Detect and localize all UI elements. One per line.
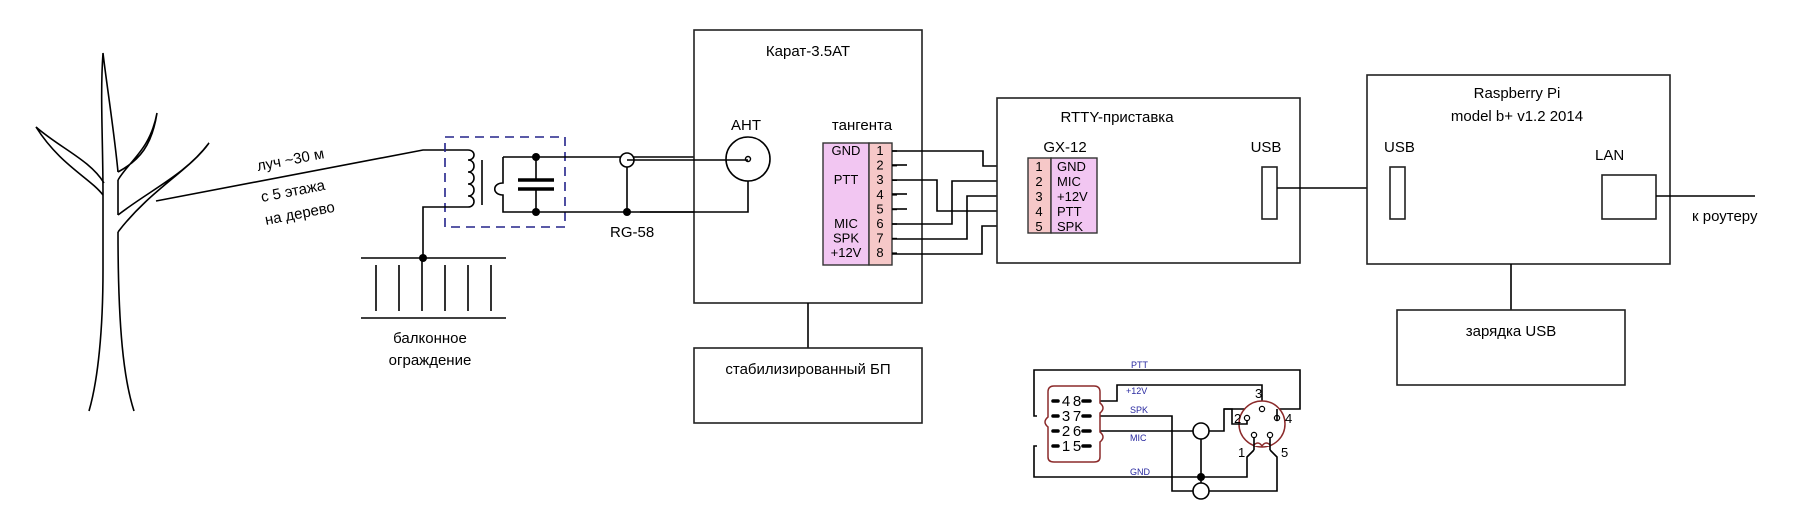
radio-pin-number: 4	[876, 187, 883, 202]
rect-pin-left: 4	[1062, 393, 1070, 410]
balcony-label-1: балконное	[393, 330, 467, 347]
gx12-pin-number: 5	[1035, 219, 1042, 234]
rtty-usb-port[interactable]	[1261, 166, 1278, 220]
gx12-pin-number: 4	[1035, 204, 1042, 219]
gx12-title: GX-12	[1043, 139, 1086, 156]
radio-connector: 1 GND 23 PTT 456 MIC 7 SPK 8 +12V	[822, 142, 897, 266]
gx12-pin-number: 3	[1035, 189, 1042, 204]
din-label-spk: SPK	[1130, 405, 1148, 415]
rect-pin-right: 5	[1073, 438, 1081, 455]
coax-label: RG-58	[610, 224, 654, 241]
gx12-pin-number: 2	[1035, 174, 1042, 189]
radio-pin-number: 3	[876, 172, 883, 187]
rpi-lan-label: LAN	[1595, 147, 1624, 164]
rpi-usb-port[interactable]	[1389, 166, 1406, 220]
raspberry-pi-unit: Raspberry Pi model b+ v1.2 2014 USB LAN	[1366, 74, 1671, 265]
din-pin-3: 3	[1255, 386, 1262, 401]
radio-pin-name: PTT	[834, 172, 859, 187]
rect-pin-left: 1	[1062, 438, 1070, 455]
rtty-title: RTTY-приставка	[1060, 109, 1174, 126]
radio-pin-number: 7	[876, 231, 883, 246]
radio-pin-name: SPK	[833, 231, 859, 246]
charger-title: зарядка USB	[1466, 323, 1557, 340]
balcony-railing	[361, 254, 506, 319]
rect-pin-right: 6	[1073, 423, 1081, 440]
din-pin-5: 5	[1281, 445, 1288, 460]
radio-pin-number: 1	[876, 143, 883, 158]
antenna-port-label: АНТ	[731, 117, 761, 134]
coupler-border	[444, 136, 566, 228]
rpi-title-1: Raspberry Pi	[1474, 85, 1561, 102]
radio-pin-number: 8	[876, 245, 883, 260]
rect-pin-right: 8	[1073, 393, 1081, 410]
rpi-lan-port[interactable]	[1601, 174, 1657, 220]
gx12-pin-name: GND	[1057, 159, 1086, 174]
radio-pin-number: 2	[876, 158, 883, 173]
din-label-ptt: PTT	[1131, 360, 1149, 370]
ground-junction	[419, 254, 427, 262]
rect-connector	[1044, 385, 1104, 463]
gx12-pin-name: PTT	[1057, 204, 1082, 219]
gx12-pin-name: MIC	[1057, 174, 1081, 189]
psu-unit: стабилизированный БП	[693, 347, 923, 424]
rect-pin-left: 3	[1062, 408, 1070, 425]
coil-secondary	[493, 157, 640, 213]
din-pin-1: 1	[1238, 445, 1245, 460]
rect-pin-right: 7	[1073, 408, 1081, 425]
radio-pin-name: MIC	[834, 216, 858, 231]
rtty-usb-label: USB	[1251, 139, 1282, 156]
rpi-title-2: model b+ v1.2 2014	[1451, 108, 1583, 125]
matching-unit	[422, 136, 740, 255]
tree-icon	[35, 52, 210, 412]
radio-connector-title: тангента	[832, 117, 893, 134]
gx12-pin-name: +12V	[1057, 189, 1088, 204]
rect-pin-left: 2	[1062, 423, 1070, 440]
din-pin-2: 2	[1234, 411, 1241, 426]
antenna-wire	[155, 149, 468, 202]
din-label-mic: MIC	[1130, 433, 1147, 443]
gx12-pin-name: SPK	[1057, 219, 1083, 234]
din-label-gnd: GND	[1130, 467, 1151, 477]
psu-title: стабилизированный БП	[725, 361, 890, 378]
balcony-label-2: ограждение	[389, 352, 472, 369]
coil-primary	[422, 149, 475, 255]
rpi-usb-label: USB	[1384, 139, 1415, 156]
din-pin-4: 4	[1285, 411, 1292, 426]
din-label-12v: +12V	[1126, 386, 1147, 396]
radio-pin-name: +12V	[831, 245, 862, 260]
radio-title: Карат-3.5АТ	[766, 43, 850, 60]
radio-pin-name: GND	[832, 143, 861, 158]
radio-pin-number: 6	[876, 216, 883, 231]
router-label: к роутеру	[1692, 208, 1758, 225]
gx12-pin-number: 1	[1035, 159, 1042, 174]
radio-pin-number: 5	[876, 201, 883, 216]
charger-unit: зарядка USB	[1396, 309, 1626, 386]
